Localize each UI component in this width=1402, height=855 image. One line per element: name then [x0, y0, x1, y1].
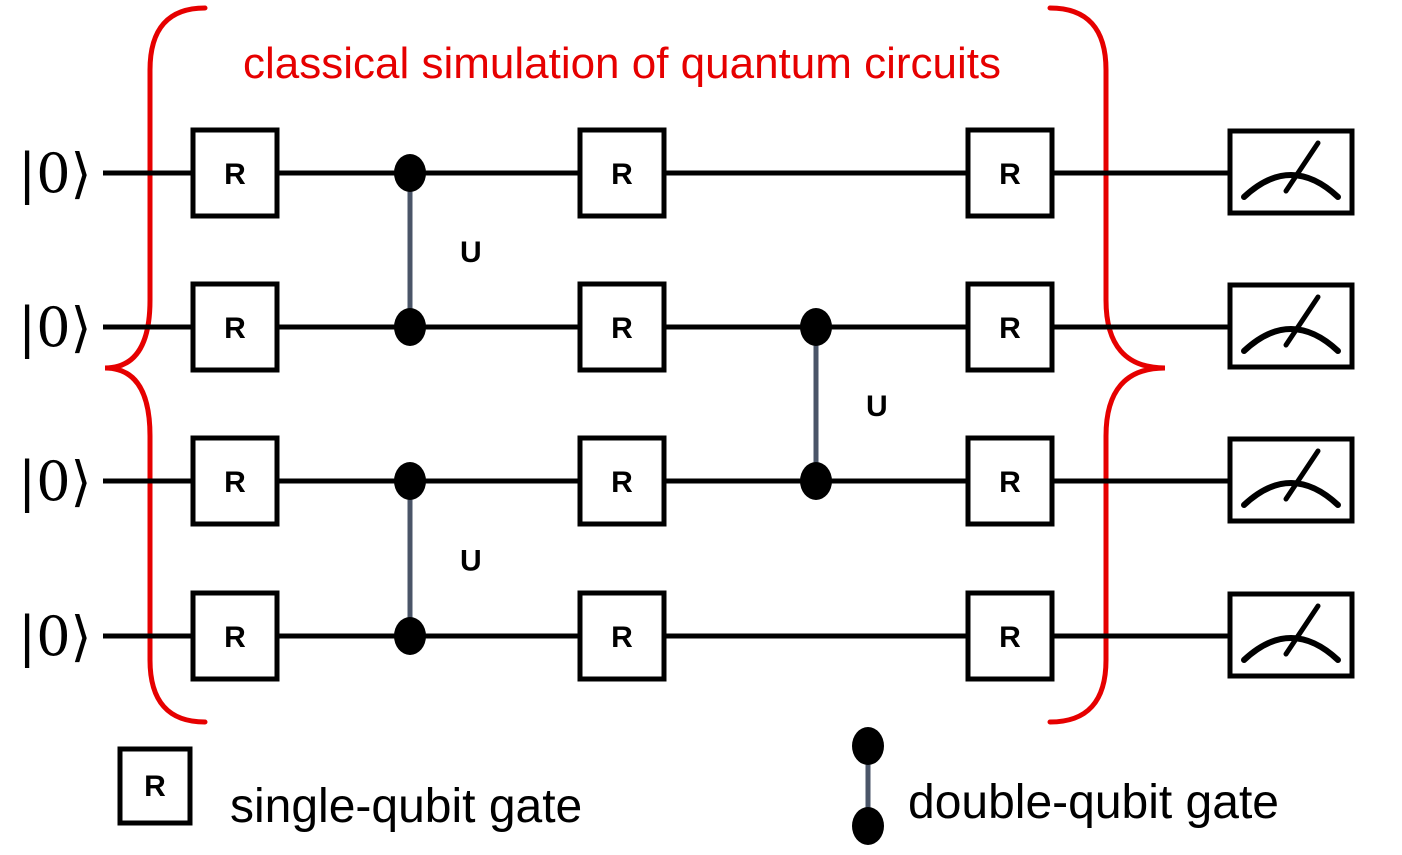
gate-box-q2-2	[577, 281, 667, 373]
legend-gate-box	[117, 746, 193, 826]
meter-needle-4	[1283, 603, 1321, 657]
legend-double-text: double-qubit gate	[908, 776, 1279, 829]
legend-control-dot-bottom	[852, 807, 884, 845]
gate-box-q3-2	[577, 435, 667, 527]
qubit-wires	[103, 170, 1230, 639]
meter-arc-1	[1241, 172, 1341, 200]
meter-needle-3	[1283, 448, 1321, 502]
gate-box-q2-1	[190, 281, 280, 373]
gate-label-q3-2: R	[611, 466, 633, 499]
initial-states: |0⟩ |0⟩ |0⟩ |0⟩	[18, 142, 92, 668]
two-qubit-gates: U U U	[394, 154, 888, 655]
gate-box-q1-3	[965, 127, 1055, 219]
meter-needle-2	[1283, 294, 1321, 348]
gate-label-q1-2: R	[611, 158, 633, 191]
gate-label-q4-3: R	[999, 621, 1021, 654]
simulation-brace	[104, 5, 208, 725]
gate-box-q1-2	[577, 127, 667, 219]
two-qubit-gate-label-3: U	[866, 390, 888, 423]
gate-box-q4-2	[577, 590, 667, 682]
meter-needle-1	[1283, 140, 1321, 194]
control-dot-3-a	[800, 308, 832, 346]
gate-label-q1-3: R	[999, 158, 1021, 191]
single-qubit-gates: R R R R R R R R R R R R	[190, 127, 1055, 682]
gate-box-q4-3	[965, 590, 1055, 682]
gate-label-q2-1: R	[224, 312, 246, 345]
meter-arc-4	[1241, 635, 1341, 663]
initial-state-1: |0⟩	[18, 142, 92, 205]
control-dot-2-a	[394, 462, 426, 500]
gate-label-q1-1: R	[224, 158, 246, 191]
gate-box-q3-3	[965, 435, 1055, 527]
simulation-brace-right	[1047, 5, 1166, 725]
gate-label-q2-3: R	[999, 312, 1021, 345]
gate-label-q4-2: R	[611, 621, 633, 654]
gate-box-q2-3	[965, 281, 1055, 373]
legend: R single-qubit gate double-qubit gate	[117, 727, 1279, 845]
initial-state-3: |0⟩	[18, 450, 92, 513]
legend-control-dot-top	[852, 727, 884, 765]
control-dot-1-b	[394, 308, 426, 346]
initial-state-4: |0⟩	[18, 605, 92, 668]
control-dot-3-b	[800, 462, 832, 500]
meter-arc-2	[1241, 326, 1341, 354]
legend-single-text: single-qubit gate	[230, 780, 582, 833]
gate-label-q3-3: R	[999, 466, 1021, 499]
gate-box-q1-1	[190, 127, 280, 219]
meter-arc-3	[1241, 480, 1341, 508]
control-dot-1-a	[394, 154, 426, 192]
gate-label-q4-1: R	[224, 621, 246, 654]
gate-label-q2-2: R	[611, 312, 633, 345]
two-qubit-gate-label-2: U	[460, 545, 482, 578]
gate-box-q3-1	[190, 435, 280, 527]
two-qubit-gate-label-1: U	[460, 236, 482, 269]
legend-gate-symbol: R	[144, 770, 166, 803]
measurements	[1227, 128, 1355, 679]
diagram-title: classical simulation of quantum circuits	[243, 39, 1001, 88]
control-dot-2-b	[394, 617, 426, 655]
gate-box-q4-1	[190, 590, 280, 682]
gate-label-q3-1: R	[224, 466, 246, 499]
initial-state-2: |0⟩	[18, 296, 92, 359]
